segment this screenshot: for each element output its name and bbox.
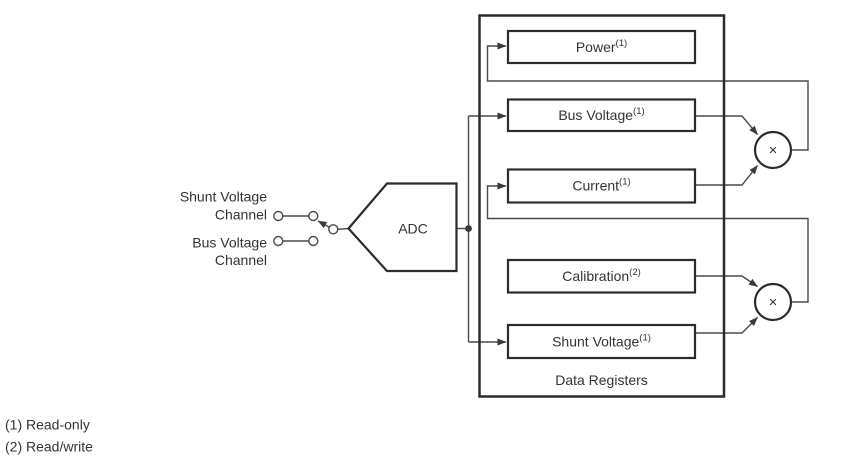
current-footnote-ref: (1) <box>619 177 631 188</box>
multiplier-bottom: × <box>753 282 793 322</box>
footnote-read-only: (1) Read-only <box>5 417 90 433</box>
calibration-register-box <box>506 258 697 294</box>
shunt-voltage-output-wire <box>695 317 758 334</box>
current-input-loop-wire <box>486 182 809 303</box>
multiplier-top-circle <box>753 130 793 170</box>
calibration-footnote-ref: (2) <box>629 267 641 278</box>
bus-voltage-footnote-ref: (1) <box>633 106 645 117</box>
data-registers-container <box>478 14 726 398</box>
calibration-register-label: Calibration(2) <box>562 267 641 284</box>
shunt-voltage-channel-label-line2: Channel <box>215 207 267 223</box>
shunt-channel-terminal-icon <box>273 210 284 222</box>
current-register-label: Current(1) <box>572 177 630 194</box>
bus-voltage-channel-label-line1: Bus Voltage <box>192 235 267 251</box>
multiplier-bottom-circle <box>753 282 793 322</box>
adc-block <box>347 182 458 273</box>
bus-voltage-register-label: Bus Voltage(1) <box>558 106 644 123</box>
multiply-icon: × <box>769 142 778 159</box>
bus-voltage-channel-label-line2: Channel <box>215 252 267 268</box>
power-register-box <box>506 29 697 65</box>
input-switch <box>273 210 339 247</box>
pole-to-adc-wire <box>337 227 349 230</box>
bus-voltage-output-wire <box>695 115 759 135</box>
shunt-voltage-register-box <box>506 323 697 360</box>
current-output-wire <box>695 165 759 186</box>
footnote-read-write: (2) Read/write <box>5 439 93 455</box>
adc-label: ADC <box>398 221 428 237</box>
shunt-voltage-footnote-ref: (1) <box>639 333 651 344</box>
shunt-voltage-register-label: Shunt Voltage(1) <box>552 333 651 350</box>
switch-pole-contact-icon <box>328 224 339 235</box>
bus-channel-terminal-icon <box>273 235 284 247</box>
multiply-icon: × <box>769 294 778 311</box>
switch-arm <box>317 220 331 229</box>
multiplier-top: × <box>753 130 793 170</box>
power-footnote-ref: (1) <box>616 38 628 49</box>
power-input-loop-wire <box>486 42 809 151</box>
data-registers-caption: Data Registers <box>555 372 648 388</box>
bus-voltage-register-box <box>506 98 697 133</box>
shunt-voltage-channel-label-line1: Shunt Voltage <box>180 189 267 205</box>
current-register-box <box>506 168 697 204</box>
power-register-label: Power(1) <box>576 38 627 55</box>
footnotes: (1) Read-only (2) Read/write <box>5 417 93 455</box>
calibration-output-wire <box>695 275 758 288</box>
junction-dot-icon <box>465 225 472 232</box>
shunt-channel-contact-icon <box>308 210 319 222</box>
bus-channel-contact-icon <box>308 235 319 247</box>
channel-labels: Shunt Voltage Channel Bus Voltage Channe… <box>180 189 267 269</box>
